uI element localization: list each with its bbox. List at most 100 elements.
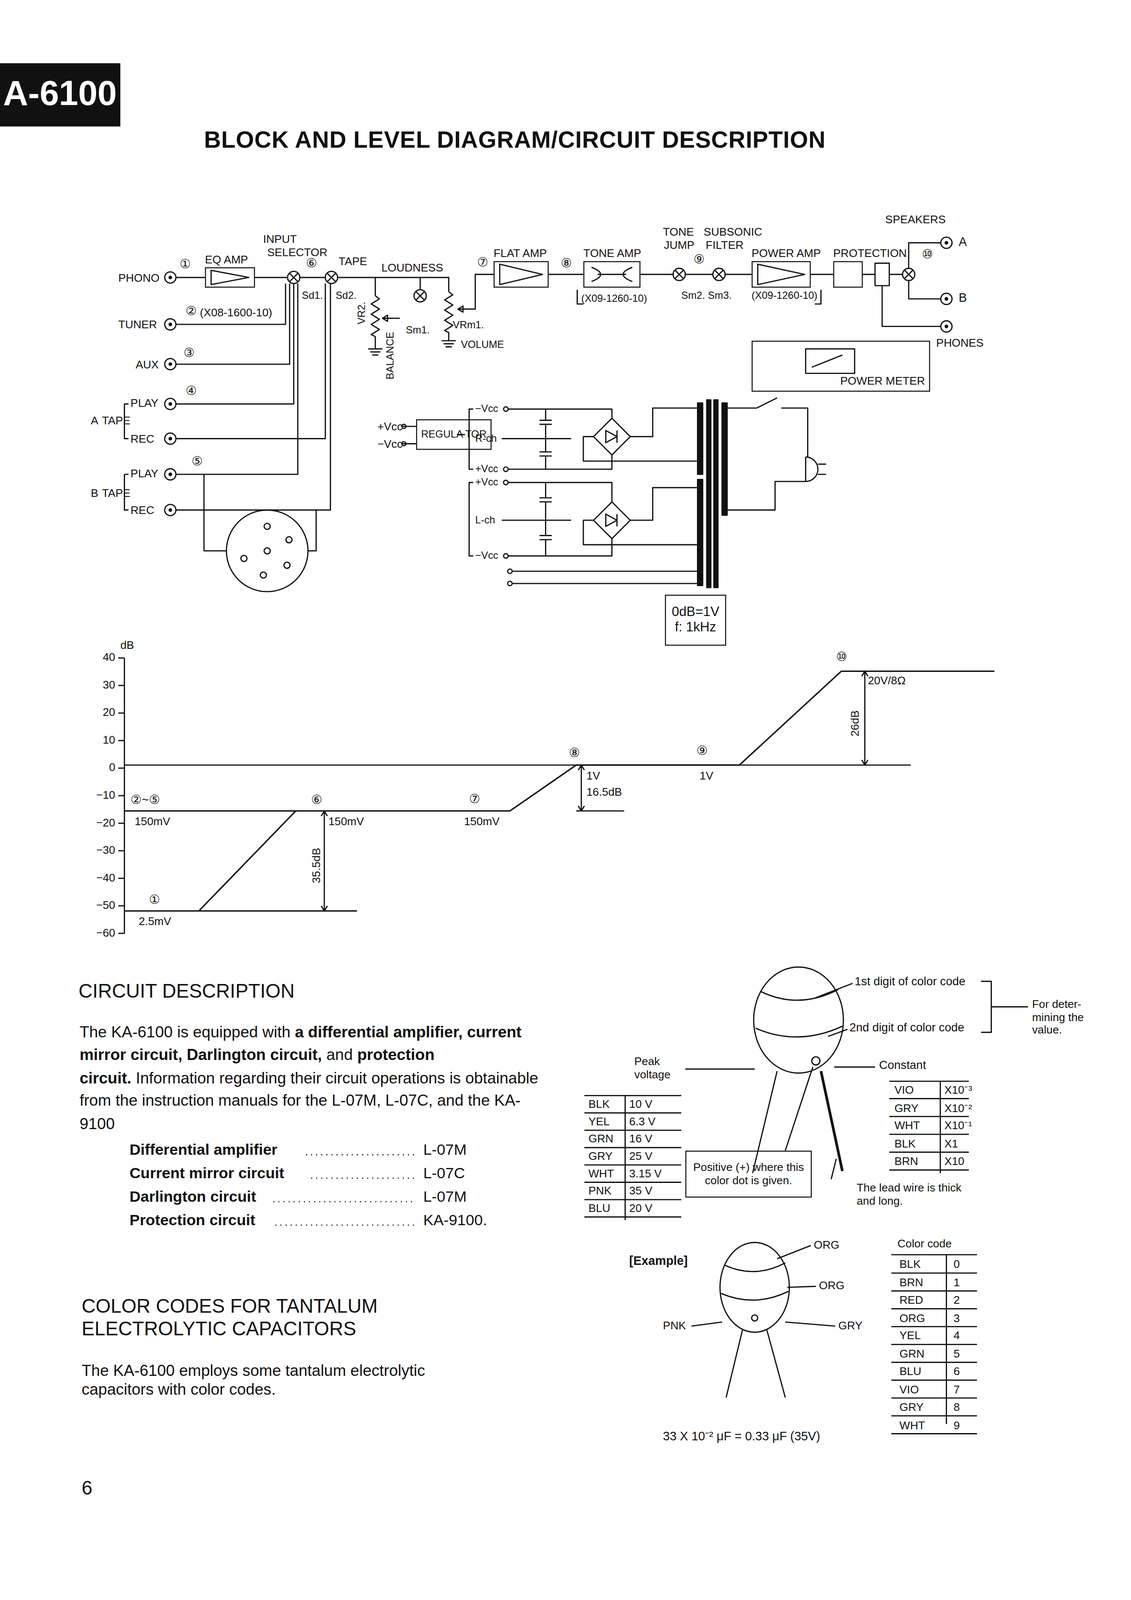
axis-number: −60 bbox=[96, 926, 116, 939]
lamps-and-jacks-part bbox=[413, 289, 427, 303]
callout-number: ⑩ bbox=[921, 247, 933, 263]
label-text: dB bbox=[120, 638, 135, 652]
label-text: VRm1. bbox=[452, 319, 484, 331]
label-text: −Vcc bbox=[475, 549, 499, 562]
signal-connector bbox=[548, 273, 584, 275]
table-cell: GRY bbox=[894, 1101, 919, 1114]
level-chart-part bbox=[118, 657, 125, 933]
label-text: VR2. bbox=[355, 301, 368, 325]
table-cell: WHT bbox=[894, 1118, 921, 1132]
signal-connector bbox=[640, 273, 752, 275]
label-text: TUNER bbox=[118, 318, 158, 332]
callout-number: ⑨ bbox=[696, 744, 708, 759]
lamps-and-jacks-part bbox=[164, 468, 176, 480]
signal-connector bbox=[810, 273, 834, 275]
block-box: Positive (+) where this color dot is giv… bbox=[685, 1150, 812, 1198]
label-text: ORG bbox=[819, 1278, 845, 1292]
signal-wires-part bbox=[375, 277, 449, 292]
axis-number: −40 bbox=[96, 871, 116, 884]
label-text: +Vcc bbox=[377, 419, 403, 433]
table-cell: PNK bbox=[588, 1183, 612, 1197]
capacitor-drawing-part bbox=[891, 1254, 977, 1424]
capacitor-drawing-part-part bbox=[891, 1290, 977, 1292]
box-text: f: 1kHz bbox=[674, 620, 717, 636]
capacitor-drawing-part-part bbox=[891, 1414, 977, 1417]
body-text: L-07C bbox=[423, 1163, 466, 1181]
level-chart-part-part bbox=[118, 657, 125, 659]
table-cell: X1 bbox=[944, 1136, 959, 1150]
table-cell: 10 V bbox=[629, 1097, 653, 1111]
table-cell: 3 bbox=[953, 1311, 960, 1324]
label-text: PLAY bbox=[130, 466, 159, 480]
label-text: A bbox=[958, 235, 967, 250]
label-text: TAPE bbox=[102, 413, 131, 427]
body-text: Current mirror circuit bbox=[129, 1163, 285, 1181]
label-text: [Example] bbox=[629, 1254, 688, 1269]
table-cell: 25 V bbox=[629, 1149, 653, 1163]
label-text: AUX bbox=[135, 358, 159, 371]
table-cell: BLU bbox=[588, 1201, 611, 1215]
label-text: PHONO bbox=[118, 271, 160, 285]
callout-number: ② bbox=[185, 304, 197, 319]
signal-wires-part bbox=[204, 474, 317, 551]
table-cell: BLK bbox=[894, 1136, 916, 1150]
capacitor-drawing-part-part bbox=[891, 1379, 977, 1381]
table-cell: VIO bbox=[899, 1382, 919, 1396]
power-supply-part bbox=[503, 406, 509, 412]
lamps-and-jacks-part bbox=[164, 504, 176, 516]
block-box: 0dB=1Vf: 1kHz bbox=[664, 594, 726, 646]
capacitor-drawing-part-part bbox=[891, 1272, 977, 1274]
label-text: B bbox=[90, 486, 99, 500]
label-text: FILTER bbox=[705, 238, 744, 252]
din-socket-pins-part bbox=[264, 547, 271, 554]
capacitor-drawing-part-part bbox=[891, 1361, 977, 1363]
capacitor-drawing-part bbox=[720, 1262, 789, 1300]
label-text: +Vcc bbox=[475, 463, 499, 475]
amplifier-symbols-part bbox=[591, 267, 633, 282]
section-heading: CIRCUIT DESCRIPTION bbox=[78, 979, 295, 1003]
callout-number: ① bbox=[148, 893, 161, 908]
capacitor-drawing-part bbox=[691, 1245, 836, 1327]
signal-connector-part bbox=[548, 273, 584, 275]
label-text: 150mV bbox=[134, 814, 170, 828]
din-socket-pins-part bbox=[283, 562, 290, 569]
table-cell: 3.15 V bbox=[629, 1166, 662, 1180]
callout-number: ⑧ bbox=[568, 746, 581, 761]
label-text: 35.5dB bbox=[309, 847, 323, 884]
label-text: PHONES bbox=[936, 336, 984, 350]
axis-number: 30 bbox=[102, 678, 116, 691]
label-text: SELECTOR bbox=[267, 245, 328, 259]
box-heading: POWER AMP bbox=[751, 247, 821, 260]
axis-number: −10 bbox=[96, 788, 116, 802]
label-text: 150mV bbox=[463, 814, 500, 828]
power-supply-part bbox=[539, 482, 552, 556]
label-text: 1V bbox=[699, 769, 714, 782]
axis-number: −20 bbox=[96, 816, 116, 829]
label-text: TAPE bbox=[102, 486, 131, 500]
label-text: (X09-1260-10) bbox=[751, 289, 818, 302]
axis-number: 20 bbox=[102, 705, 116, 719]
power-supply-part bbox=[605, 513, 617, 527]
table-cell: WHT bbox=[588, 1166, 615, 1180]
table-cell: ORG bbox=[899, 1311, 926, 1324]
callout-number: ⑤ bbox=[191, 454, 203, 470]
power-supply-part bbox=[583, 408, 698, 461]
table-cell: 20 V bbox=[629, 1201, 653, 1215]
lamps-and-jacks-part bbox=[325, 271, 338, 284]
table-cell: 4 bbox=[953, 1329, 960, 1342]
din-socket-pins bbox=[240, 523, 292, 578]
label-text: 33 X 10⁻² μF = 0.33 μF (35V) bbox=[662, 1429, 821, 1444]
axis-number: 40 bbox=[102, 650, 116, 664]
label-text: The lead wire is thick and long. bbox=[856, 1180, 971, 1207]
header-text: A-6100 bbox=[2, 73, 117, 114]
box-heading: FLAT AMP bbox=[493, 247, 548, 260]
level-chart-part-part bbox=[118, 904, 125, 907]
table-cell: VIO bbox=[894, 1083, 914, 1097]
capacitor-drawing-part bbox=[752, 1070, 777, 1173]
paragraph-block: The KA-6100 is equipped witha differenti… bbox=[79, 1020, 541, 1136]
capacitor-drawing-part-part bbox=[889, 1115, 969, 1117]
signal-wires-part bbox=[226, 510, 308, 592]
capacitor-drawing-part-part bbox=[584, 1112, 682, 1114]
callout-number: ⑥ bbox=[311, 793, 323, 808]
table-cell: 5 bbox=[953, 1346, 960, 1360]
